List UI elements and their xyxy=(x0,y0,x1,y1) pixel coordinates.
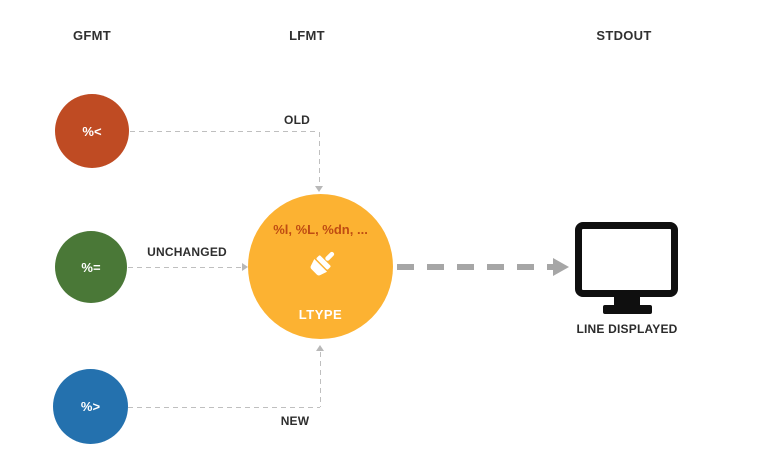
connector-old-horizontal xyxy=(130,131,319,132)
monitor-stand-base xyxy=(603,305,652,314)
monitor-stand-neck xyxy=(614,295,640,306)
arrowhead-unchanged-icon xyxy=(242,263,248,271)
edge-label-unchanged: UNCHANGED xyxy=(147,245,227,259)
flow-arrowhead-icon xyxy=(553,258,569,276)
edge-label-new: NEW xyxy=(280,414,310,428)
node-gfmt-new-label: %> xyxy=(80,399,101,414)
edge-label-old: OLD xyxy=(284,113,310,127)
node-gfmt-unchanged-label: %= xyxy=(81,259,101,275)
node-gfmt-old-label: %< xyxy=(82,123,102,139)
flow-arrow-shaft xyxy=(397,264,553,270)
monitor-icon xyxy=(575,222,678,297)
column-header-stdout: STDOUT xyxy=(596,28,652,43)
connector-unchanged-horizontal xyxy=(128,267,242,268)
connector-old-vertical xyxy=(319,132,320,186)
connector-new-horizontal xyxy=(128,407,320,408)
paintbrush-icon xyxy=(302,246,340,289)
ltype-format-specifiers: %l, %L, %dn, ... xyxy=(273,222,368,237)
ltype-label: LTYPE xyxy=(298,307,343,322)
connector-new-vertical xyxy=(320,352,321,407)
arrowhead-new-icon xyxy=(316,345,324,351)
column-header-lfmt: LFMT xyxy=(289,28,325,43)
node-gfmt-unchanged: %= xyxy=(55,231,127,303)
arrowhead-old-icon xyxy=(315,186,323,192)
node-gfmt-old: %< xyxy=(55,94,129,168)
column-header-gfmt: GFMT xyxy=(72,28,112,43)
node-lfmt-ltype: %l, %L, %dn, ... LTYPE xyxy=(248,194,393,339)
output-label: LINE DISPLAYED xyxy=(576,322,678,336)
node-gfmt-new: %> xyxy=(53,369,128,444)
